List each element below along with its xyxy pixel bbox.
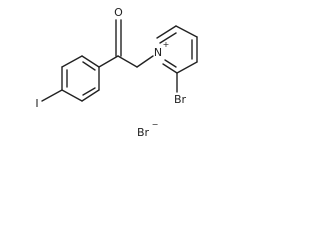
oxygen-label: O xyxy=(114,6,123,19)
ring-a-bond-6 xyxy=(61,55,83,68)
counterion-charge: − xyxy=(152,120,159,129)
ring-a-bond-1-inner xyxy=(82,61,96,71)
nitrogen-charge: + xyxy=(163,40,170,49)
carbonyl-methylene-bond xyxy=(117,55,138,68)
ring-b-bond-2 xyxy=(175,25,198,38)
ring-b-bond-5-inner xyxy=(164,59,177,68)
ring-b-bond-5 xyxy=(162,63,178,74)
methylene-nitrogen-bond xyxy=(136,55,154,68)
counterion-symbol: Br xyxy=(137,126,150,139)
iodine-label: I xyxy=(35,97,38,110)
ring-a-bond-1 xyxy=(81,55,100,68)
ring-carbonyl-bond xyxy=(98,55,119,68)
chemical-structure: O N + I Br Br − xyxy=(35,6,198,139)
bonds xyxy=(41,19,198,102)
ring-b-bond-1-inner xyxy=(159,32,177,44)
ring-a-bond-3-inner xyxy=(82,87,96,96)
ring-a-bond-3 xyxy=(81,89,100,102)
ring-a-bond-4 xyxy=(61,89,83,102)
ring-b-bond-1 xyxy=(156,25,177,39)
nitrogen-label: N xyxy=(154,46,162,59)
carbon-iodine-bond xyxy=(41,89,63,102)
atom-labels: O N + I Br xyxy=(35,6,186,110)
ring-b-bond-4 xyxy=(176,61,198,74)
bromide-counterion: Br − xyxy=(137,120,158,139)
bromine-substituent-label: Br xyxy=(174,93,187,106)
